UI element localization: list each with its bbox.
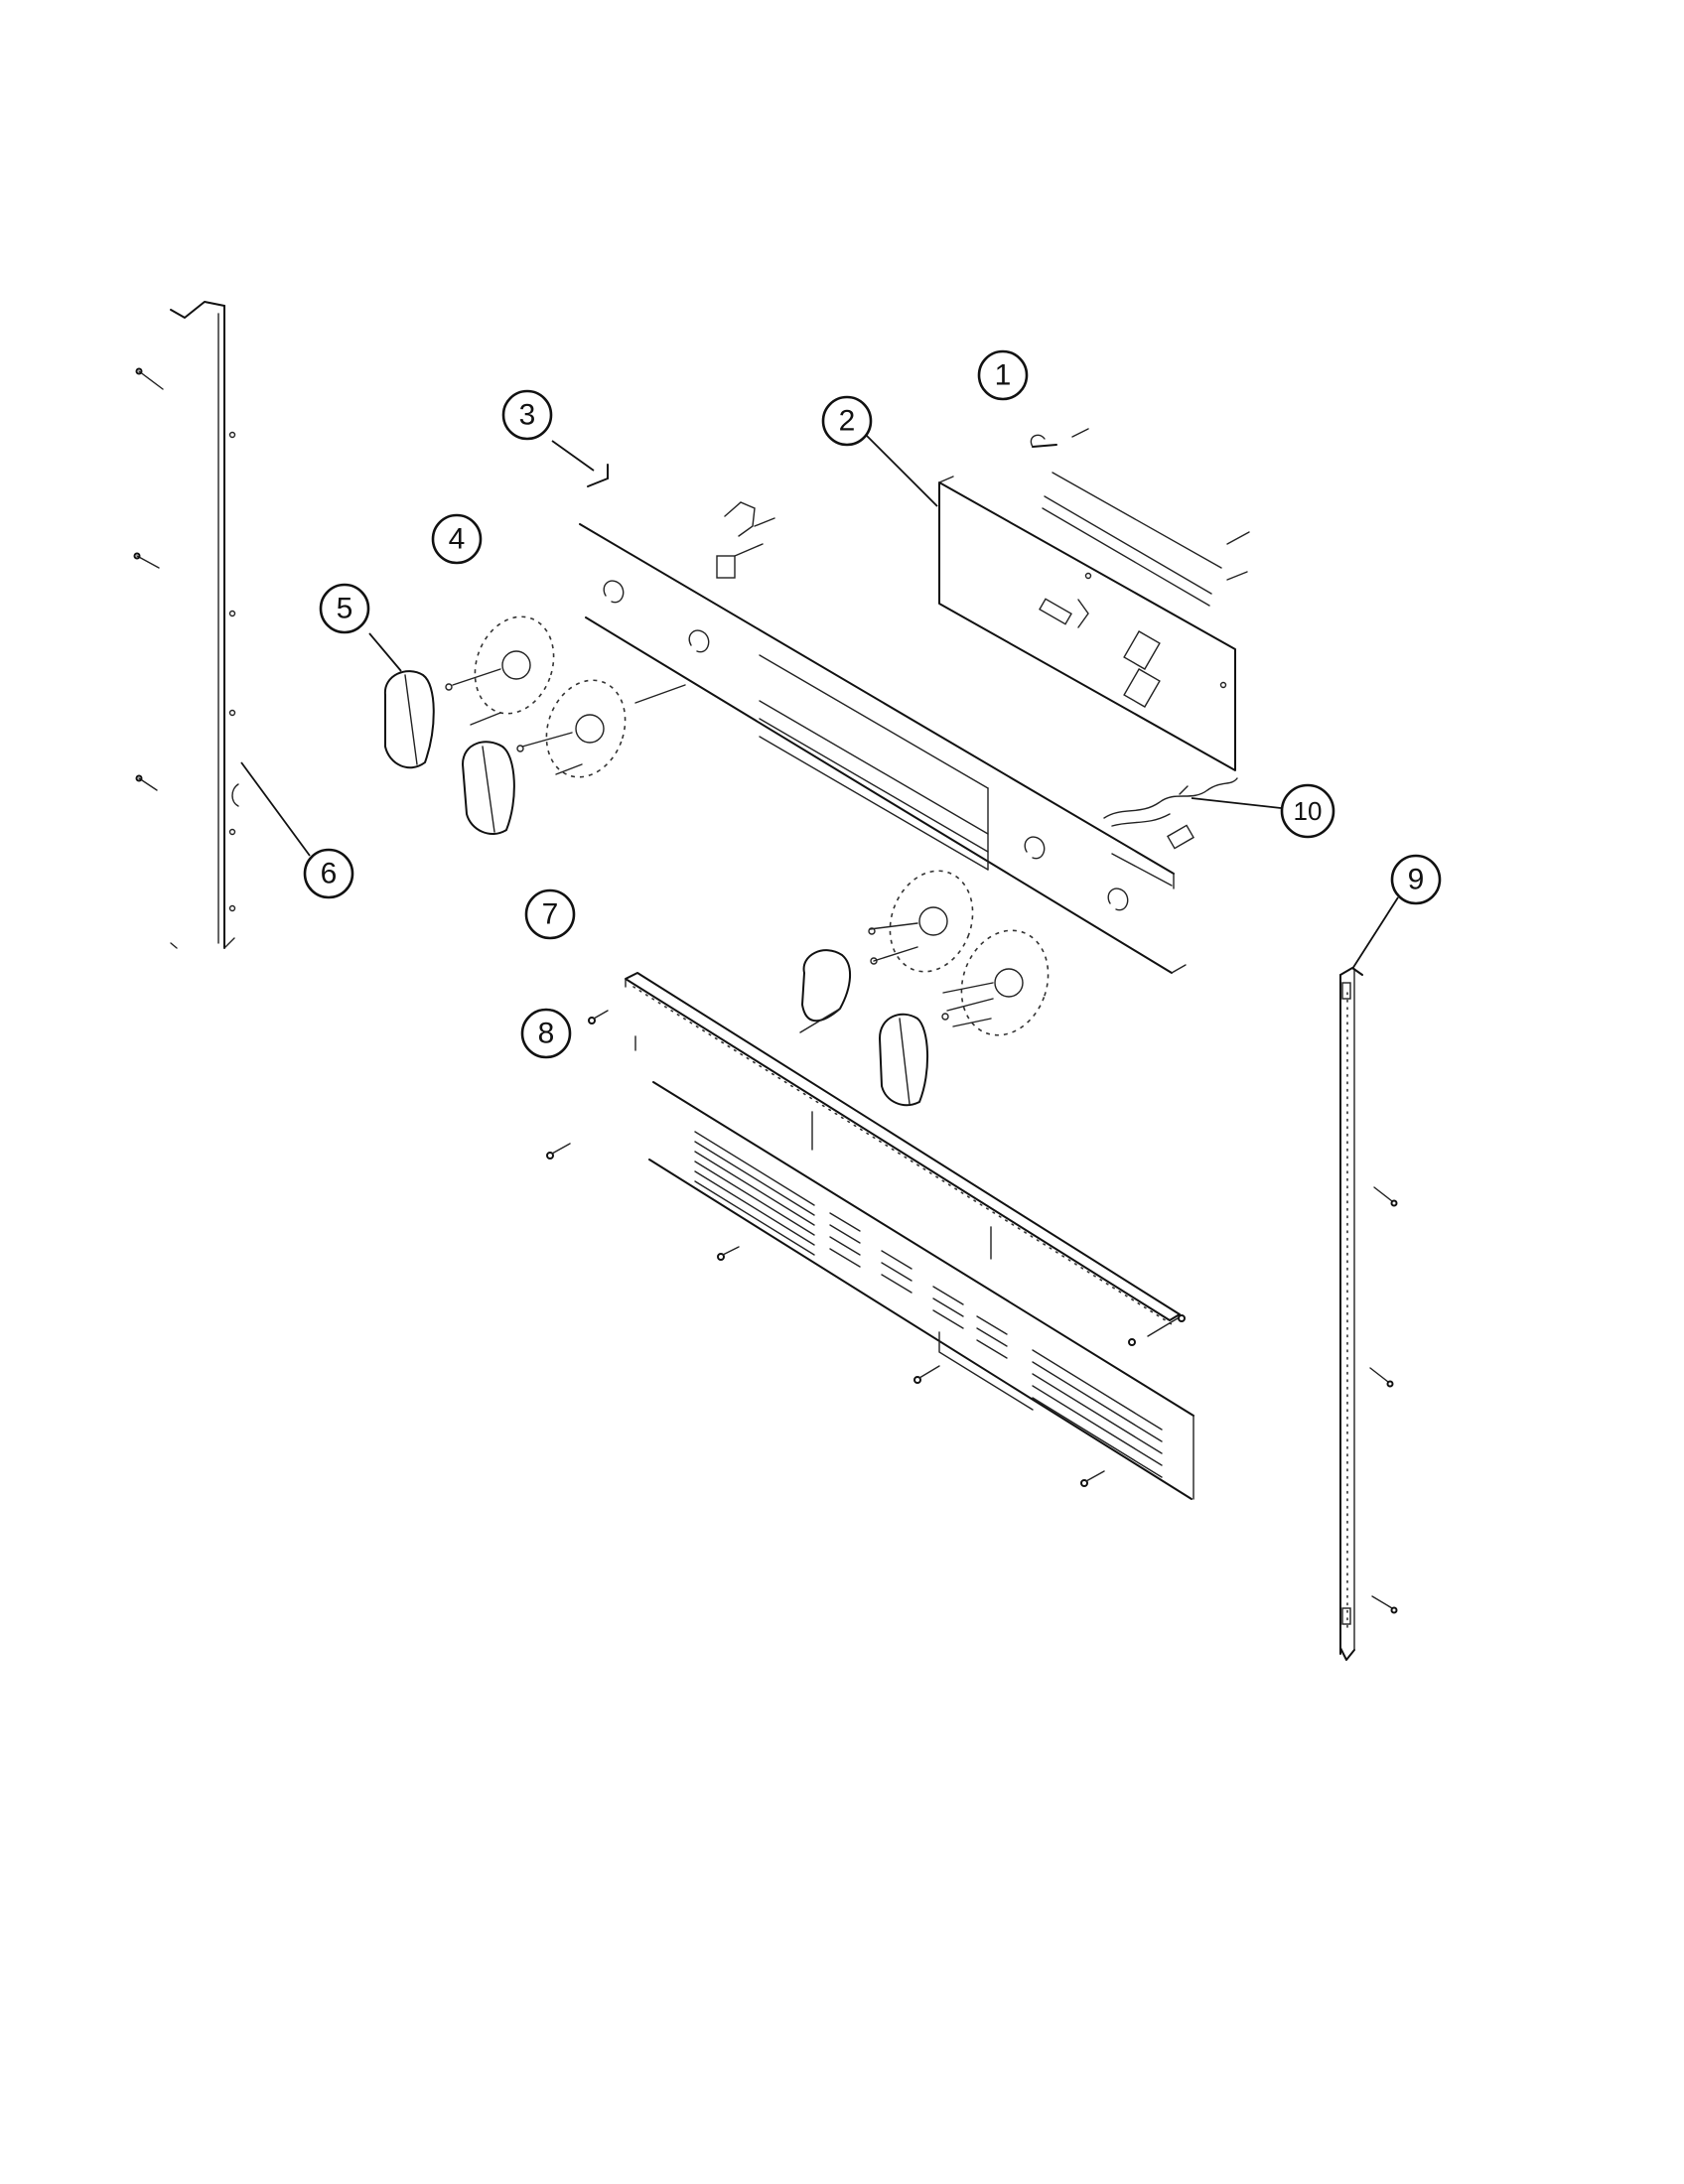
- panel-bracket: [716, 501, 775, 579]
- callout-label: 2: [839, 405, 856, 438]
- callout-3: 3: [501, 389, 595, 472]
- callout-label: 4: [449, 523, 466, 556]
- lower-knob-right: [879, 1013, 928, 1107]
- vent-slots-left: [694, 1131, 815, 1256]
- callout-label: 1: [995, 359, 1012, 392]
- vent-slots-right: [1032, 1349, 1163, 1478]
- callout-4: 4: [431, 513, 483, 565]
- left-trim-screws: [133, 367, 164, 791]
- lower-mounting-rail: [625, 972, 1186, 1346]
- wire-harness: [1103, 777, 1238, 850]
- right-trim-screws: [1369, 1186, 1398, 1614]
- lower-switch-left: [868, 870, 974, 973]
- display-cover: [1030, 428, 1250, 581]
- callout-5: 5: [319, 583, 402, 672]
- callout-1: 1: [977, 349, 1029, 401]
- callout-label: 10: [1294, 796, 1323, 826]
- lower-switch-right: [941, 929, 1050, 1036]
- callout-label: 5: [337, 593, 353, 625]
- callout-7: 7: [524, 888, 576, 940]
- upper-knob-right: [462, 741, 515, 835]
- callout-label: 7: [542, 898, 559, 931]
- callout-10: 10: [1191, 783, 1335, 839]
- small-clip: [587, 464, 609, 487]
- upper-switch-left: [445, 615, 555, 726]
- lower-knob-left: [799, 949, 851, 1033]
- callout-8: 8: [520, 1008, 572, 1059]
- callout-label: 3: [519, 399, 536, 432]
- display-board: [938, 476, 1236, 771]
- left-side-trim: [170, 301, 239, 949]
- callout-label: 6: [321, 858, 338, 890]
- upper-switch-right: [516, 679, 686, 778]
- callout-label: 8: [538, 1018, 555, 1050]
- callout-label: 9: [1408, 864, 1425, 896]
- callout-6: 6: [240, 761, 354, 899]
- main-control-panel: [579, 523, 1187, 974]
- callout-2: 2: [821, 395, 938, 507]
- lower-rail-screws: [546, 1010, 1105, 1487]
- upper-knob-left: [383, 670, 435, 769]
- lower-vented-panel: [648, 1081, 1194, 1500]
- vent-slots-middle: [829, 1212, 1008, 1359]
- right-side-trim: [1339, 967, 1363, 1661]
- callout-9: 9: [1351, 854, 1442, 970]
